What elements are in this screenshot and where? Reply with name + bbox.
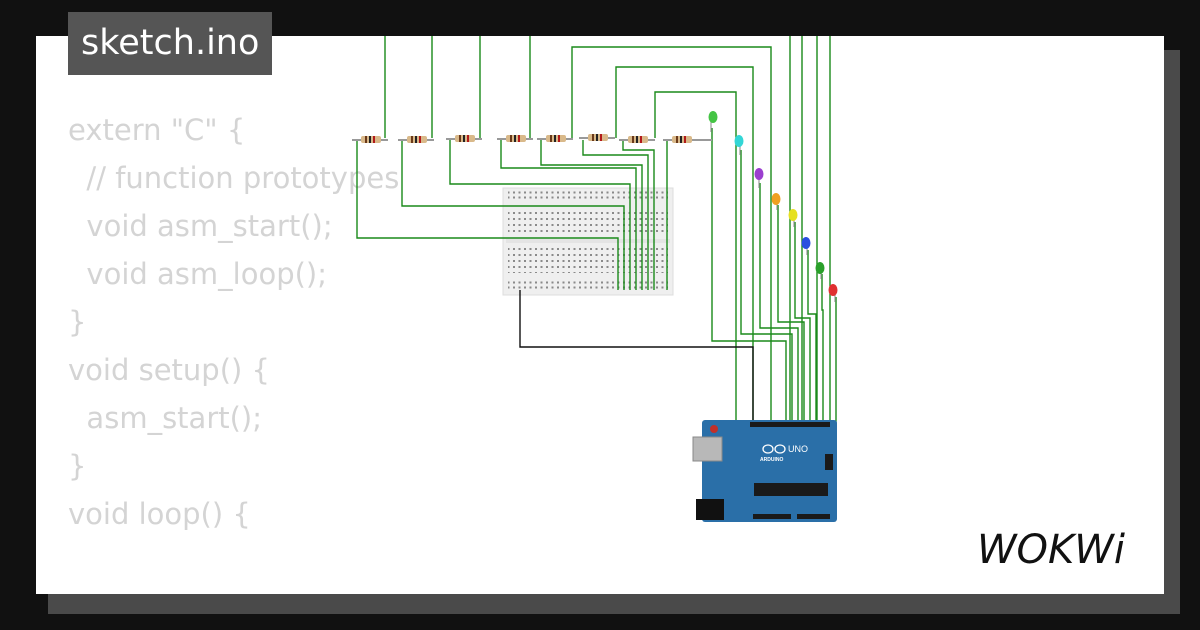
file-tab-label: sketch.ino: [81, 23, 260, 63]
wokwi-logo: WOKWi: [977, 527, 1125, 573]
code-line: void loop() {: [68, 497, 251, 531]
preview-card: extern "C" { // function prototypes void…: [36, 36, 1164, 594]
leds: [708, 111, 838, 302]
arduino-uno-board[interactable]: UNO ARDUINO: [692, 420, 837, 522]
code-preview: extern "C" { // function prototypes void…: [68, 106, 399, 538]
resistor[interactable]: [579, 134, 615, 141]
led-dark-green[interactable]: [815, 262, 825, 279]
code-line: void setup() {: [68, 353, 270, 387]
ground-wire: [519, 290, 754, 424]
resistor[interactable]: [537, 135, 573, 142]
led-green[interactable]: [708, 111, 718, 132]
led-yellow[interactable]: [788, 209, 798, 227]
microcontroller-chip: [754, 483, 828, 496]
led-blue[interactable]: [801, 237, 811, 255]
code-line: }: [68, 449, 87, 483]
resistor[interactable]: [497, 135, 533, 142]
code-line: // function prototypes: [68, 161, 400, 195]
resistor[interactable]: [398, 136, 434, 143]
led-wires: [711, 128, 837, 424]
board-brand-label: ARDUINO: [760, 457, 783, 463]
analog-header: [797, 514, 830, 519]
resistor[interactable]: [663, 136, 712, 143]
usb-port: [692, 436, 723, 462]
resistor[interactable]: [352, 136, 388, 143]
board-model-label: UNO: [788, 444, 808, 454]
reset-button[interactable]: [710, 425, 718, 433]
power-header: [753, 514, 791, 519]
resistor[interactable]: [446, 135, 482, 142]
led-cyan[interactable]: [734, 135, 744, 155]
breadboard-wires: [356, 140, 668, 290]
code-line: extern "C" {: [68, 113, 246, 147]
led-red[interactable]: [828, 284, 838, 302]
file-tab[interactable]: sketch.ino: [68, 12, 273, 75]
code-line: void asm_loop();: [68, 257, 328, 291]
led-purple[interactable]: [754, 168, 764, 188]
resistor[interactable]: [619, 136, 655, 143]
wokwi-logo-text: WOKWi: [977, 527, 1125, 573]
arduino-logo-icon: [762, 444, 786, 454]
code-line: void asm_start();: [68, 209, 333, 243]
led-orange[interactable]: [771, 193, 781, 210]
code-line: asm_start();: [68, 401, 263, 435]
resistor-feed-wires: [384, 36, 831, 424]
resistors: [352, 134, 712, 143]
code-line: }: [68, 305, 87, 339]
power-jack: [696, 499, 724, 520]
digital-header: [750, 422, 830, 427]
